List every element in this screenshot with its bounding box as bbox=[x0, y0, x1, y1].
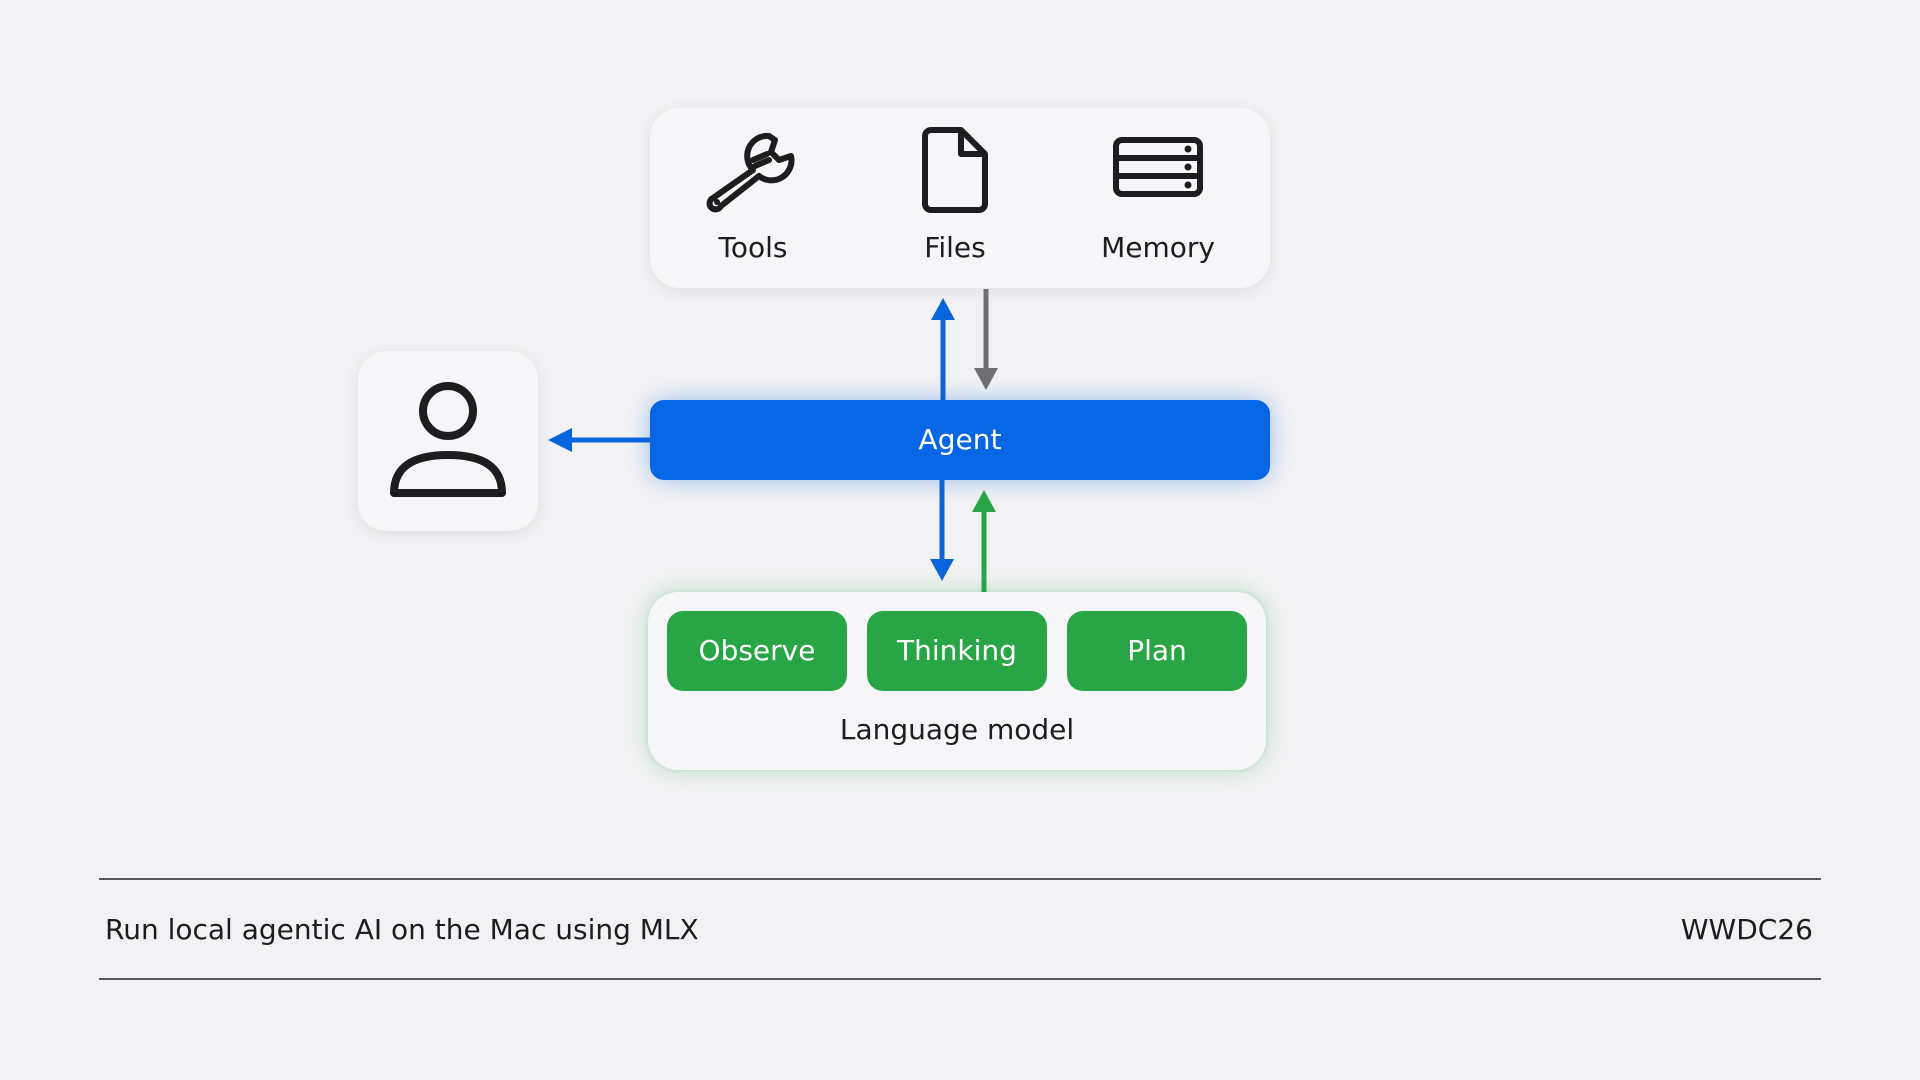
footer-title: Run local agentic AI on the Mac using ML… bbox=[105, 913, 699, 946]
agent-to-model-arrow bbox=[930, 480, 954, 581]
thinking-step: Thinking bbox=[867, 611, 1047, 691]
wrench-icon bbox=[706, 132, 795, 213]
person-icon bbox=[390, 382, 506, 497]
language-model-label: Language model bbox=[839, 713, 1075, 746]
agent-bar: Agent bbox=[650, 400, 1270, 480]
footer-event: WWDC26 bbox=[1680, 913, 1813, 946]
plan-step: Plan bbox=[1067, 611, 1247, 691]
agent-to-user-arrow bbox=[548, 428, 650, 452]
files-label: Files bbox=[924, 231, 986, 264]
document-icon bbox=[922, 127, 988, 213]
memory-label: Memory bbox=[1101, 231, 1215, 264]
language-model-card: Observe Thinking Plan Language model bbox=[648, 592, 1266, 770]
files-item: Files bbox=[852, 108, 1058, 288]
tools-label: Tools bbox=[718, 231, 788, 264]
agent-to-resources-arrow bbox=[931, 298, 955, 400]
footer-divider-bottom bbox=[99, 978, 1821, 980]
storage-drawer-icon bbox=[1113, 137, 1203, 197]
resources-to-agent-arrow bbox=[974, 289, 998, 390]
user-card bbox=[358, 351, 538, 531]
memory-item: Memory bbox=[1055, 108, 1261, 288]
resources-card: Tools Files Memory bbox=[650, 108, 1270, 288]
model-to-agent-arrow bbox=[972, 490, 996, 592]
observe-step: Observe bbox=[667, 611, 847, 691]
tools-item: Tools bbox=[650, 108, 856, 288]
footer-divider-top bbox=[99, 878, 1821, 880]
